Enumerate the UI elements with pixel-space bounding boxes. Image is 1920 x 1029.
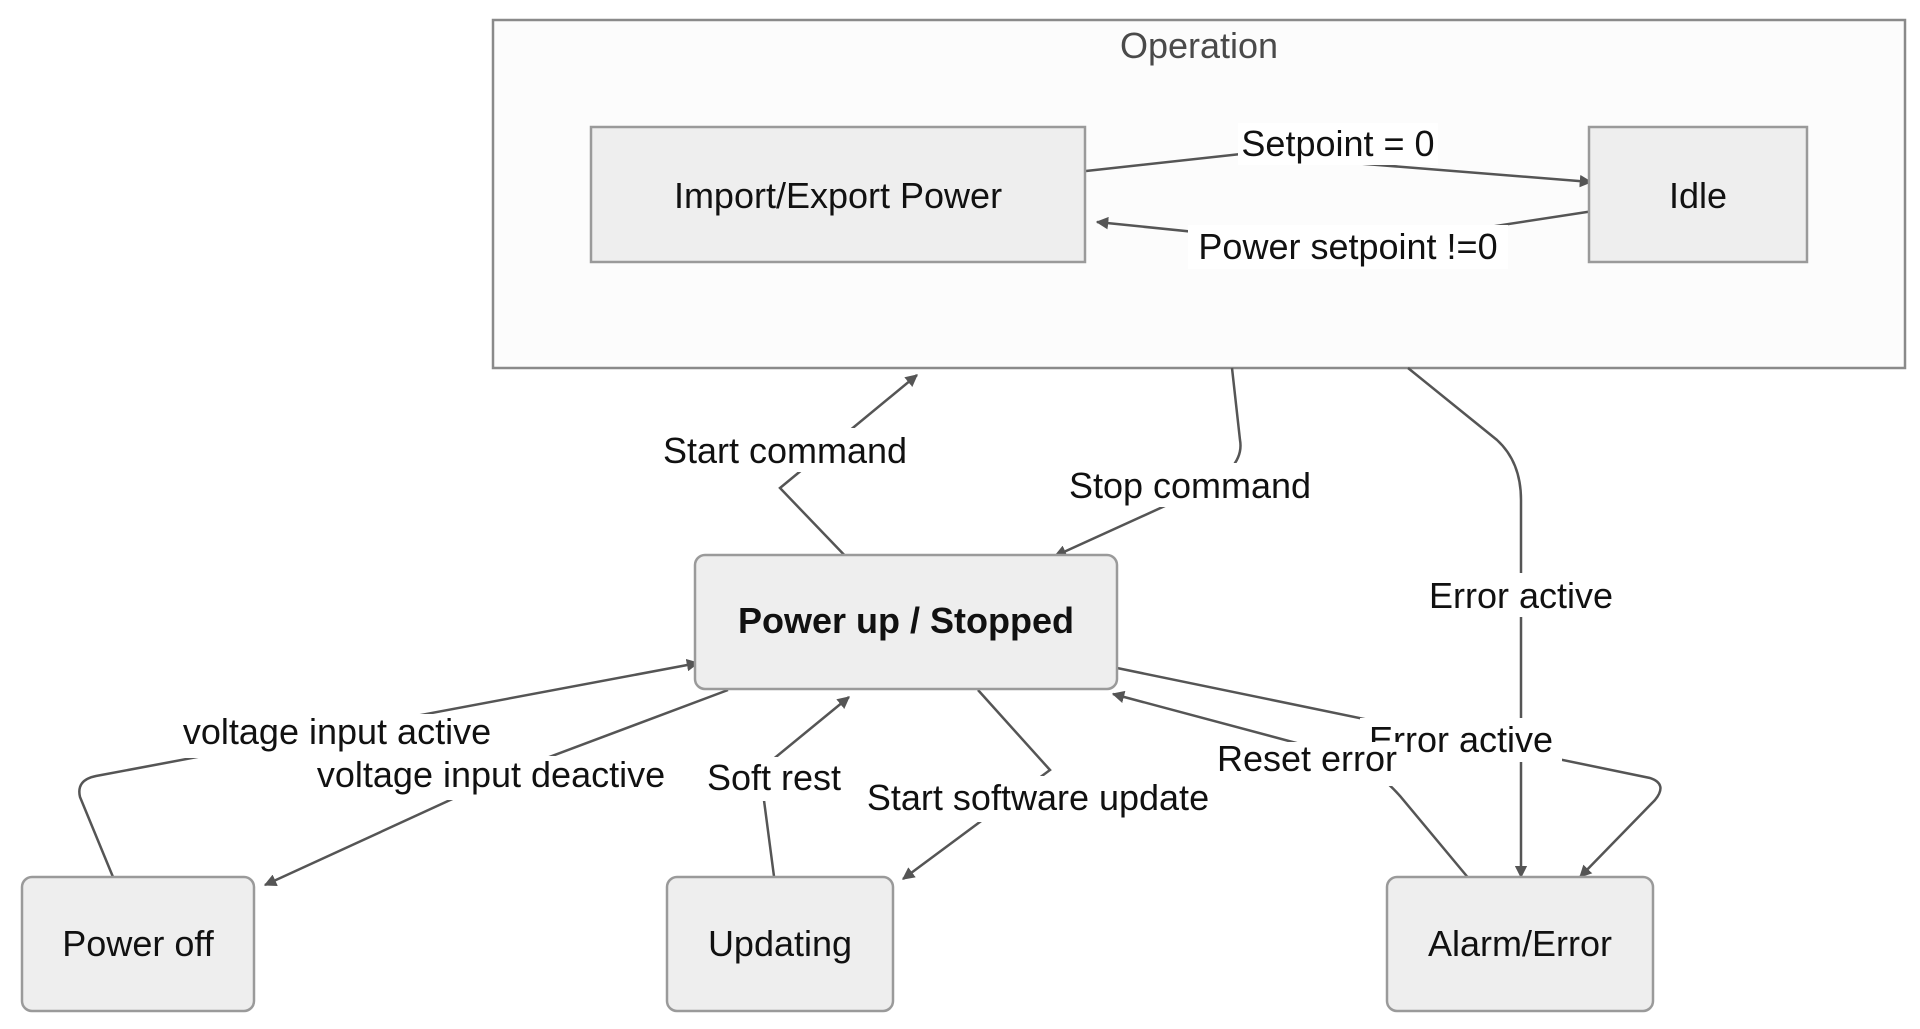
node-label-import-export: Import/Export Power — [674, 175, 1002, 216]
edge-label-start-update: Start software update — [867, 777, 1209, 818]
node-label-alarm-error: Alarm/Error — [1428, 923, 1612, 964]
node-import-export: Import/Export Power — [589, 125, 1087, 264]
edge-voltage-active — [78, 658, 700, 878]
edge-error-active-op — [1407, 367, 1528, 879]
node-label-power-off: Power off — [62, 923, 214, 964]
edge-label-reset-error: Reset error — [1217, 738, 1397, 779]
edge-label-soft-rest: Soft rest — [707, 757, 841, 798]
node-idle: Idle — [1587, 125, 1809, 264]
edge-start-command — [778, 374, 918, 563]
edge-label-error-active-op: Error active — [1429, 575, 1613, 616]
node-label-updating: Updating — [708, 923, 852, 964]
operation-cluster-title: Operation — [1120, 25, 1278, 66]
edge-label-setpoint-zero: Setpoint = 0 — [1241, 123, 1434, 164]
edge-label-voltage-active: voltage input active — [183, 711, 491, 752]
edge-label-voltage-deactive: voltage input deactive — [317, 754, 665, 795]
node-power-off: Power off — [20, 875, 256, 1013]
edge-labels: Setpoint = 0 Power setpoint !=0 Start co… — [175, 123, 1625, 822]
node-alarm-error: Alarm/Error — [1385, 875, 1655, 1013]
node-power-up-stopped: Power up / Stopped — [693, 553, 1119, 691]
edge-label-power-setpoint: Power setpoint !=0 — [1198, 226, 1497, 267]
edge-start-update — [901, 689, 1052, 881]
edge-label-start-command: Start command — [663, 430, 907, 471]
edge-stop-command — [1053, 367, 1242, 558]
edge-error-active-power — [1116, 666, 1662, 878]
node-updating: Updating — [665, 875, 895, 1013]
node-label-idle: Idle — [1669, 175, 1727, 216]
node-label-power-up-stopped: Power up / Stopped — [738, 600, 1074, 641]
edge-label-stop-command: Stop command — [1069, 465, 1311, 506]
